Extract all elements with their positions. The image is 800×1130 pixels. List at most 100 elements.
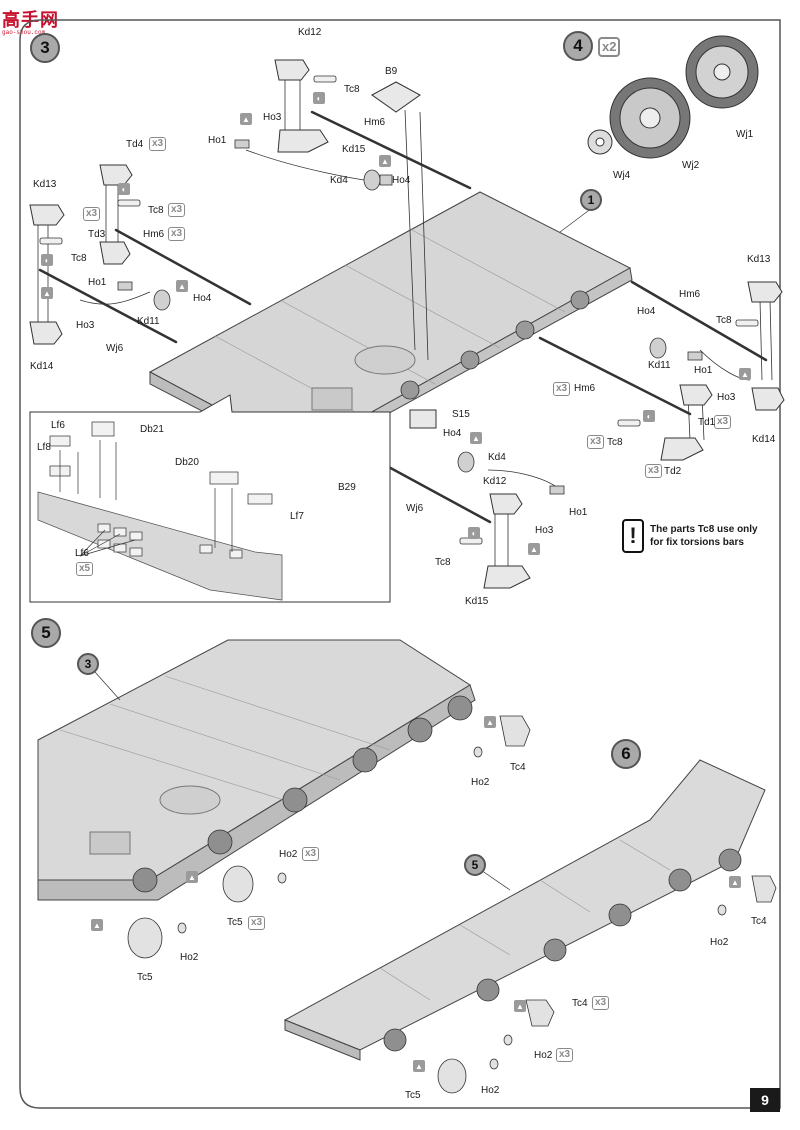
glue-icon: ▲ [176, 280, 188, 292]
rotate-icon: ◐ [41, 254, 53, 266]
guide-lines [37, 70, 773, 570]
glue-icon: ▲ [484, 716, 496, 728]
label-td1: Td1 [698, 417, 716, 428]
label-ho2-step6-mid: Ho2 [534, 1050, 553, 1061]
multiplier-x2-step4: x2 [598, 37, 621, 57]
label-wj1: Wj1 [736, 129, 754, 140]
label-lf7: Lf7 [290, 511, 304, 522]
multiplier-x3-tc5-step5: x3 [248, 916, 266, 930]
glue-icon: ▲ [91, 919, 103, 931]
tc8-usage-note-text: The parts Tc8 use only for fix torsions … [650, 524, 758, 548]
glue-icon: ▲ [379, 155, 391, 167]
label-b29: B29 [338, 482, 356, 493]
rotate-icon: ◐ [468, 527, 480, 539]
label-db20: Db20 [175, 457, 199, 468]
multiplier-x3-tc8-right: x3 [587, 435, 605, 449]
label-kd4-bottom: Kd4 [488, 452, 506, 463]
label-tc8-top: Tc8 [344, 84, 360, 95]
multiplier-x3-kd13: x3 [83, 207, 101, 221]
label-kd4-top: Kd4 [330, 175, 348, 186]
step-6-marker: 6 [611, 739, 641, 769]
label-wj6-bottom: Wj6 [406, 503, 424, 514]
label-ho3-top: Ho3 [263, 112, 282, 123]
multiplier-x3-ho2-step6: x3 [556, 1048, 574, 1062]
glue-icon: ▲ [186, 871, 198, 883]
label-kd15-bottom: Kd15 [465, 596, 489, 607]
step-5-marker: 5 [31, 618, 61, 648]
step6-hubcaps [437, 875, 777, 1094]
label-ho2-step5-bottom: Ho2 [180, 952, 199, 963]
label-tc8-mid: Tc8 [148, 205, 164, 216]
ref-step-5-marker: 5 [464, 854, 486, 876]
hull-step6-wheels [383, 848, 742, 1052]
label-td2: Td2 [664, 466, 682, 477]
label-hm6-right-top: Hm6 [679, 289, 701, 300]
hub-parts [117, 139, 703, 495]
glue-icon: ▲ [240, 113, 252, 125]
multiplier-x3-tc8: x3 [168, 203, 186, 217]
multiplier-x3-td2: x3 [645, 464, 663, 478]
label-kd13-right: Kd13 [747, 254, 771, 265]
label-wj6-left: Wj6 [106, 343, 124, 354]
hull-step5 [37, 639, 476, 901]
glue-icon: ▲ [528, 543, 540, 555]
label-tc5-step6: Tc5 [405, 1090, 421, 1101]
ref-step-3-marker: 3 [77, 653, 99, 675]
multiplier-x5-lf6: x5 [76, 562, 94, 576]
label-tc4-step6: Tc4 [572, 998, 588, 1009]
multiplier-x3-ho2-step5: x3 [302, 847, 320, 861]
hull-step5-wheels [132, 695, 473, 893]
label-s15: S15 [452, 409, 470, 420]
label-db21: Db21 [140, 424, 164, 435]
multiplier-x3-td4: x3 [149, 137, 167, 151]
label-ho4-left: Ho4 [193, 293, 212, 304]
label-hm6-right: Hm6 [574, 383, 596, 394]
road-wheel-parts [587, 35, 759, 159]
watermark-logo-text: 高手网 [2, 10, 59, 30]
label-tc8-right: Tc8 [607, 437, 623, 448]
multiplier-x3-hm6: x3 [168, 227, 186, 241]
tc8-usage-note: ! The parts Tc8 use only for fix torsion… [622, 519, 770, 553]
watermark-site: gao-shou.com [2, 29, 46, 36]
glue-icon: ▲ [470, 432, 482, 444]
ref-step-1-marker: 1 [580, 189, 602, 211]
label-lf8: Lf8 [37, 442, 51, 453]
multiplier-x3-hm6-right: x3 [553, 382, 571, 396]
glue-icon: ▲ [41, 287, 53, 299]
label-tc4-step6-right: Tc4 [751, 916, 767, 927]
label-wj4: Wj4 [613, 170, 631, 181]
step-3-marker: 3 [30, 33, 60, 63]
label-ho3-right: Ho3 [717, 392, 736, 403]
label-tc5-step5-bottom: Tc5 [137, 972, 153, 983]
watermark-logo: 高手网 gao-shou.com [0, 0, 72, 40]
glue-icon: ▲ [413, 1060, 425, 1072]
label-ho4-bottom: Ho4 [443, 428, 462, 439]
label-ho2-step6-bottom: Ho2 [481, 1085, 500, 1096]
label-lf6-inset-top: Lf6 [51, 420, 65, 431]
label-kd13-left: Kd13 [33, 179, 57, 190]
label-kd14-left: Kd14 [30, 361, 54, 372]
exclamation-icon: ! [622, 519, 644, 553]
label-hm6-mid: Hm6 [143, 229, 165, 240]
glue-icon: ▲ [739, 368, 751, 380]
label-kd11-left: Kd11 [137, 316, 160, 327]
label-wj2: Wj2 [682, 160, 700, 171]
step5-hubcaps [127, 715, 531, 959]
step-4-marker: 4 [563, 31, 593, 61]
multiplier-x3-td1: x3 [714, 415, 732, 429]
label-lf6-inset-bottom: Lf6 [75, 548, 89, 559]
label-b9: B9 [385, 66, 398, 77]
label-ho1-bottom: Ho1 [569, 507, 588, 518]
glue-icon: ▲ [729, 876, 741, 888]
label-tc5-step5-mid: Tc5 [227, 917, 243, 928]
hull-step6 [283, 759, 766, 1061]
arm-parts [29, 59, 785, 589]
label-td3: Td3 [88, 229, 106, 240]
label-kd12-top: Kd12 [298, 27, 322, 38]
label-ho4-top: Ho4 [392, 175, 411, 186]
label-ho3-bottom: Ho3 [535, 525, 554, 536]
label-tc8-left: Tc8 [71, 253, 87, 264]
label-ho4-right: Ho4 [637, 306, 656, 317]
